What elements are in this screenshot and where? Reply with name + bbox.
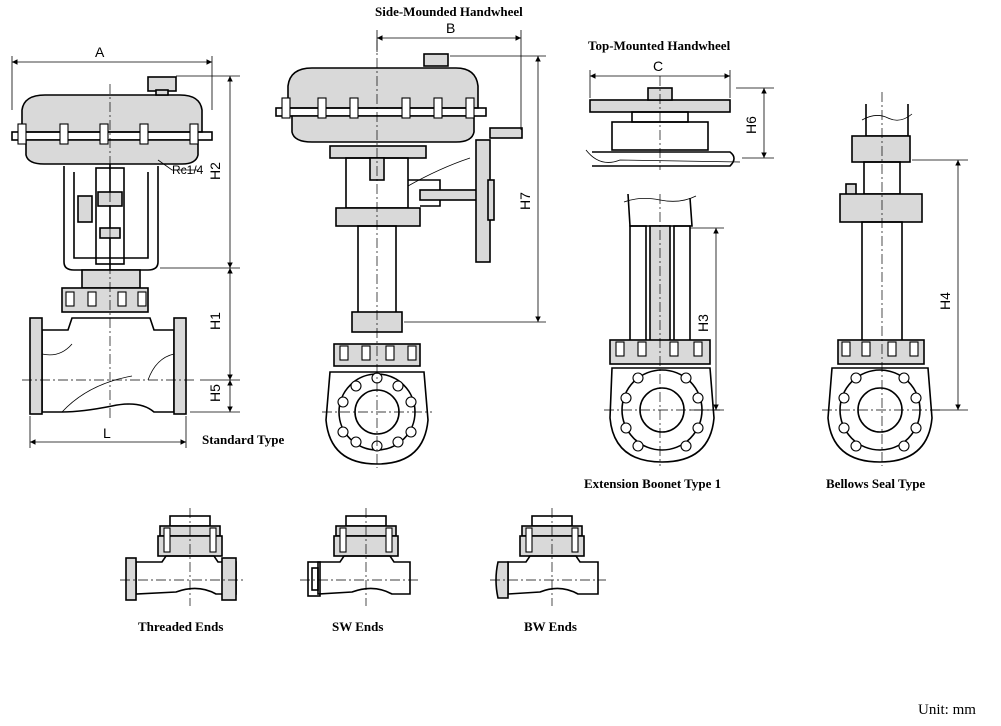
label-sw-ends: SW Ends: [332, 619, 383, 634]
threaded-ends-view: [120, 508, 244, 606]
dim-rc: Rc1/4: [172, 163, 204, 177]
dim-h6: H6: [743, 116, 759, 134]
dim-h1: H1: [207, 312, 223, 330]
standard-type-view: [11, 56, 240, 448]
dim-h2: H2: [207, 162, 223, 180]
label-side-mounted: Side-Mounded Handwheel: [375, 4, 523, 19]
bonnet-bolts-side: [339, 345, 417, 361]
dim-h4: H4: [937, 292, 953, 310]
bonnet-bolts-bellows: [841, 341, 919, 357]
top-mounted-view: [585, 70, 774, 170]
dim-a: A: [95, 44, 105, 60]
label-threaded-ends: Threaded Ends: [138, 619, 223, 634]
extension-bonnet-view: [604, 193, 724, 466]
side-mounted-view: [275, 30, 546, 468]
bw-ends-view: [490, 508, 606, 606]
dim-b: B: [446, 20, 455, 36]
dim-h3: H3: [695, 314, 711, 332]
actuator-bolts-standard: [17, 123, 199, 145]
sw-ends-view: [300, 508, 418, 606]
dim-h5: H5: [207, 384, 223, 402]
label-standard-type: Standard Type: [202, 432, 284, 447]
dim-l: L: [103, 425, 111, 441]
label-bw-ends: BW Ends: [524, 619, 577, 634]
bellows-seal-view: [822, 92, 968, 466]
dim-h7: H7: [517, 192, 533, 210]
dim-c: C: [653, 58, 663, 74]
label-bellows-seal: Bellows Seal Type: [826, 476, 925, 491]
label-extension-bonnet: Extension Boonet Type 1: [584, 476, 721, 491]
unit-label: Unit: mm: [918, 702, 976, 718]
actuator-bolts-side: [281, 97, 475, 119]
bonnet-bolts-standard: [65, 291, 147, 307]
bonnet-bolts-extension: [615, 341, 703, 357]
label-top-mounted: Top-Mounted Handwheel: [588, 38, 731, 53]
